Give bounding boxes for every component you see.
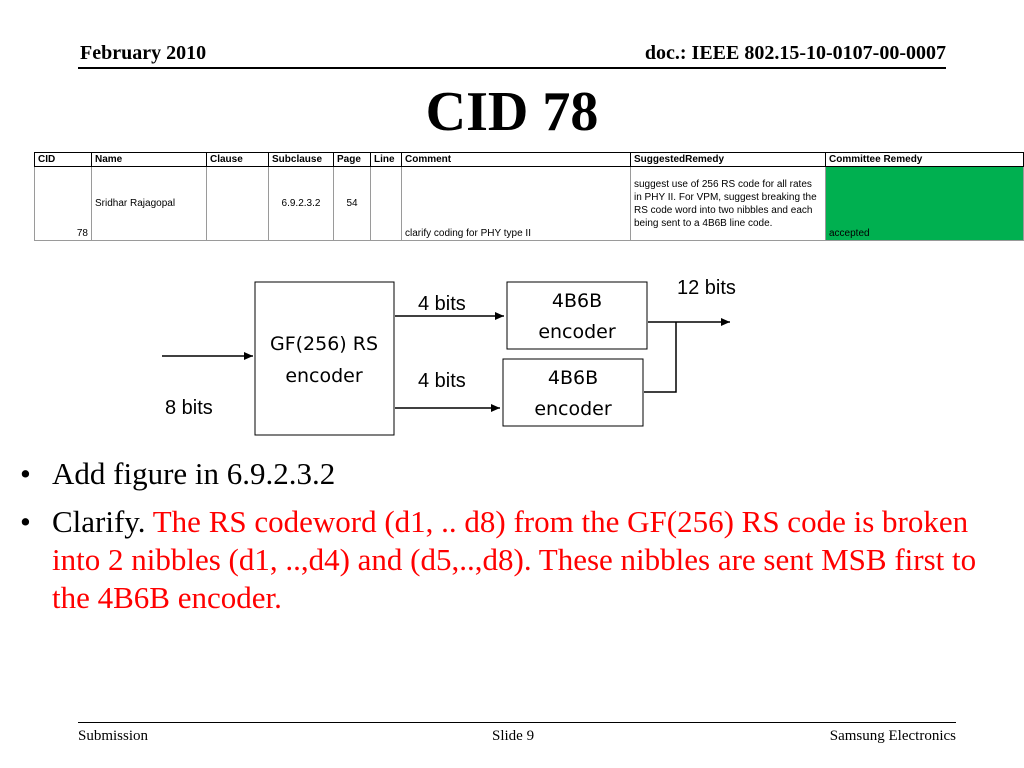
cell-clause: [206, 166, 269, 241]
header-doc-id: doc.: IEEE 802.15-10-0107-00-0007: [644, 42, 946, 64]
top-encoder-label-2: encoder: [538, 321, 616, 343]
bullet-2-clarification: The RS codeword (d1, .. d8) from the GF(…: [52, 504, 977, 615]
rs-encoder-label-2: encoder: [285, 365, 363, 387]
cell-name: Sridhar Rajagopal: [91, 166, 207, 241]
cell-subclause: 6.9.2.3.2: [268, 166, 334, 241]
input-bits-label: 8 bits: [165, 397, 213, 419]
output-bits-label: 12 bits: [677, 277, 736, 299]
cell-line: [370, 166, 402, 241]
bullet-2-lead: Clarify.: [52, 504, 146, 539]
slide-title: CID 78: [425, 81, 599, 143]
footer-rule: [78, 722, 956, 723]
col-header-subclause: Subclause: [268, 152, 334, 167]
col-header-suggested-remedy: SuggestedRemedy: [630, 152, 826, 167]
col-header-cid: CID: [34, 152, 92, 167]
col-header-clause: Clause: [206, 152, 269, 167]
col-header-line: Line: [370, 152, 402, 167]
cell-committee-remedy: accepted: [825, 166, 1024, 241]
footer-submission: Submission: [78, 728, 149, 744]
bullet-item-1: • Add figure in 6.9.2.3.2: [18, 455, 1008, 493]
bullet-marker: •: [20, 504, 31, 539]
bottom-encoder-label-1: 4B6B: [548, 367, 598, 389]
col-header-committee-remedy: Committee Remedy: [825, 152, 1024, 167]
bullet-item-2: • Clarify. The RS codeword (d1, .. d8) f…: [18, 503, 1008, 617]
rs-encoder-label-1: GF(256) RS: [270, 333, 378, 355]
top-encoder-label-1: 4B6B: [552, 290, 602, 312]
header-date: February 2010: [80, 42, 207, 64]
table-header-row: CID Name Clause Subclause Page Line Comm…: [34, 152, 1024, 167]
bottom-bits-label: 4 bits: [418, 370, 466, 392]
rs-encoder-box: [254, 281, 395, 436]
bottom-encoder-label-2: encoder: [534, 398, 612, 420]
footer-slide-number: Slide 9: [492, 728, 535, 744]
table-row: 78 Sridhar Rajagopal 6.9.2.3.2 54 clarif…: [34, 166, 1024, 241]
bottom-4b6b-encoder-box: [502, 358, 644, 427]
top-bits-label: 4 bits: [418, 293, 466, 315]
top-4b6b-encoder-box: [506, 281, 648, 350]
bullet-marker: •: [20, 456, 31, 491]
header-rule: [78, 67, 946, 69]
cell-page: 54: [333, 166, 371, 241]
bullet-text-1: Add figure in 6.9.2.3.2: [52, 456, 336, 491]
footer-company: Samsung Electronics: [829, 728, 956, 744]
combine-connector: [644, 322, 677, 393]
comment-table: CID Name Clause Subclause Page Line Comm…: [34, 152, 1024, 241]
bullet-text-2: Clarify. The RS codeword (d1, .. d8) fro…: [52, 503, 1008, 617]
encoder-block-diagram: GF(256) RS encoder 4B6B encoder 4B6B enc…: [162, 277, 736, 436]
bullet-list: • Add figure in 6.9.2.3.2 • Clarify. The…: [18, 455, 1008, 627]
cell-comment: clarify coding for PHY type II: [401, 166, 631, 241]
